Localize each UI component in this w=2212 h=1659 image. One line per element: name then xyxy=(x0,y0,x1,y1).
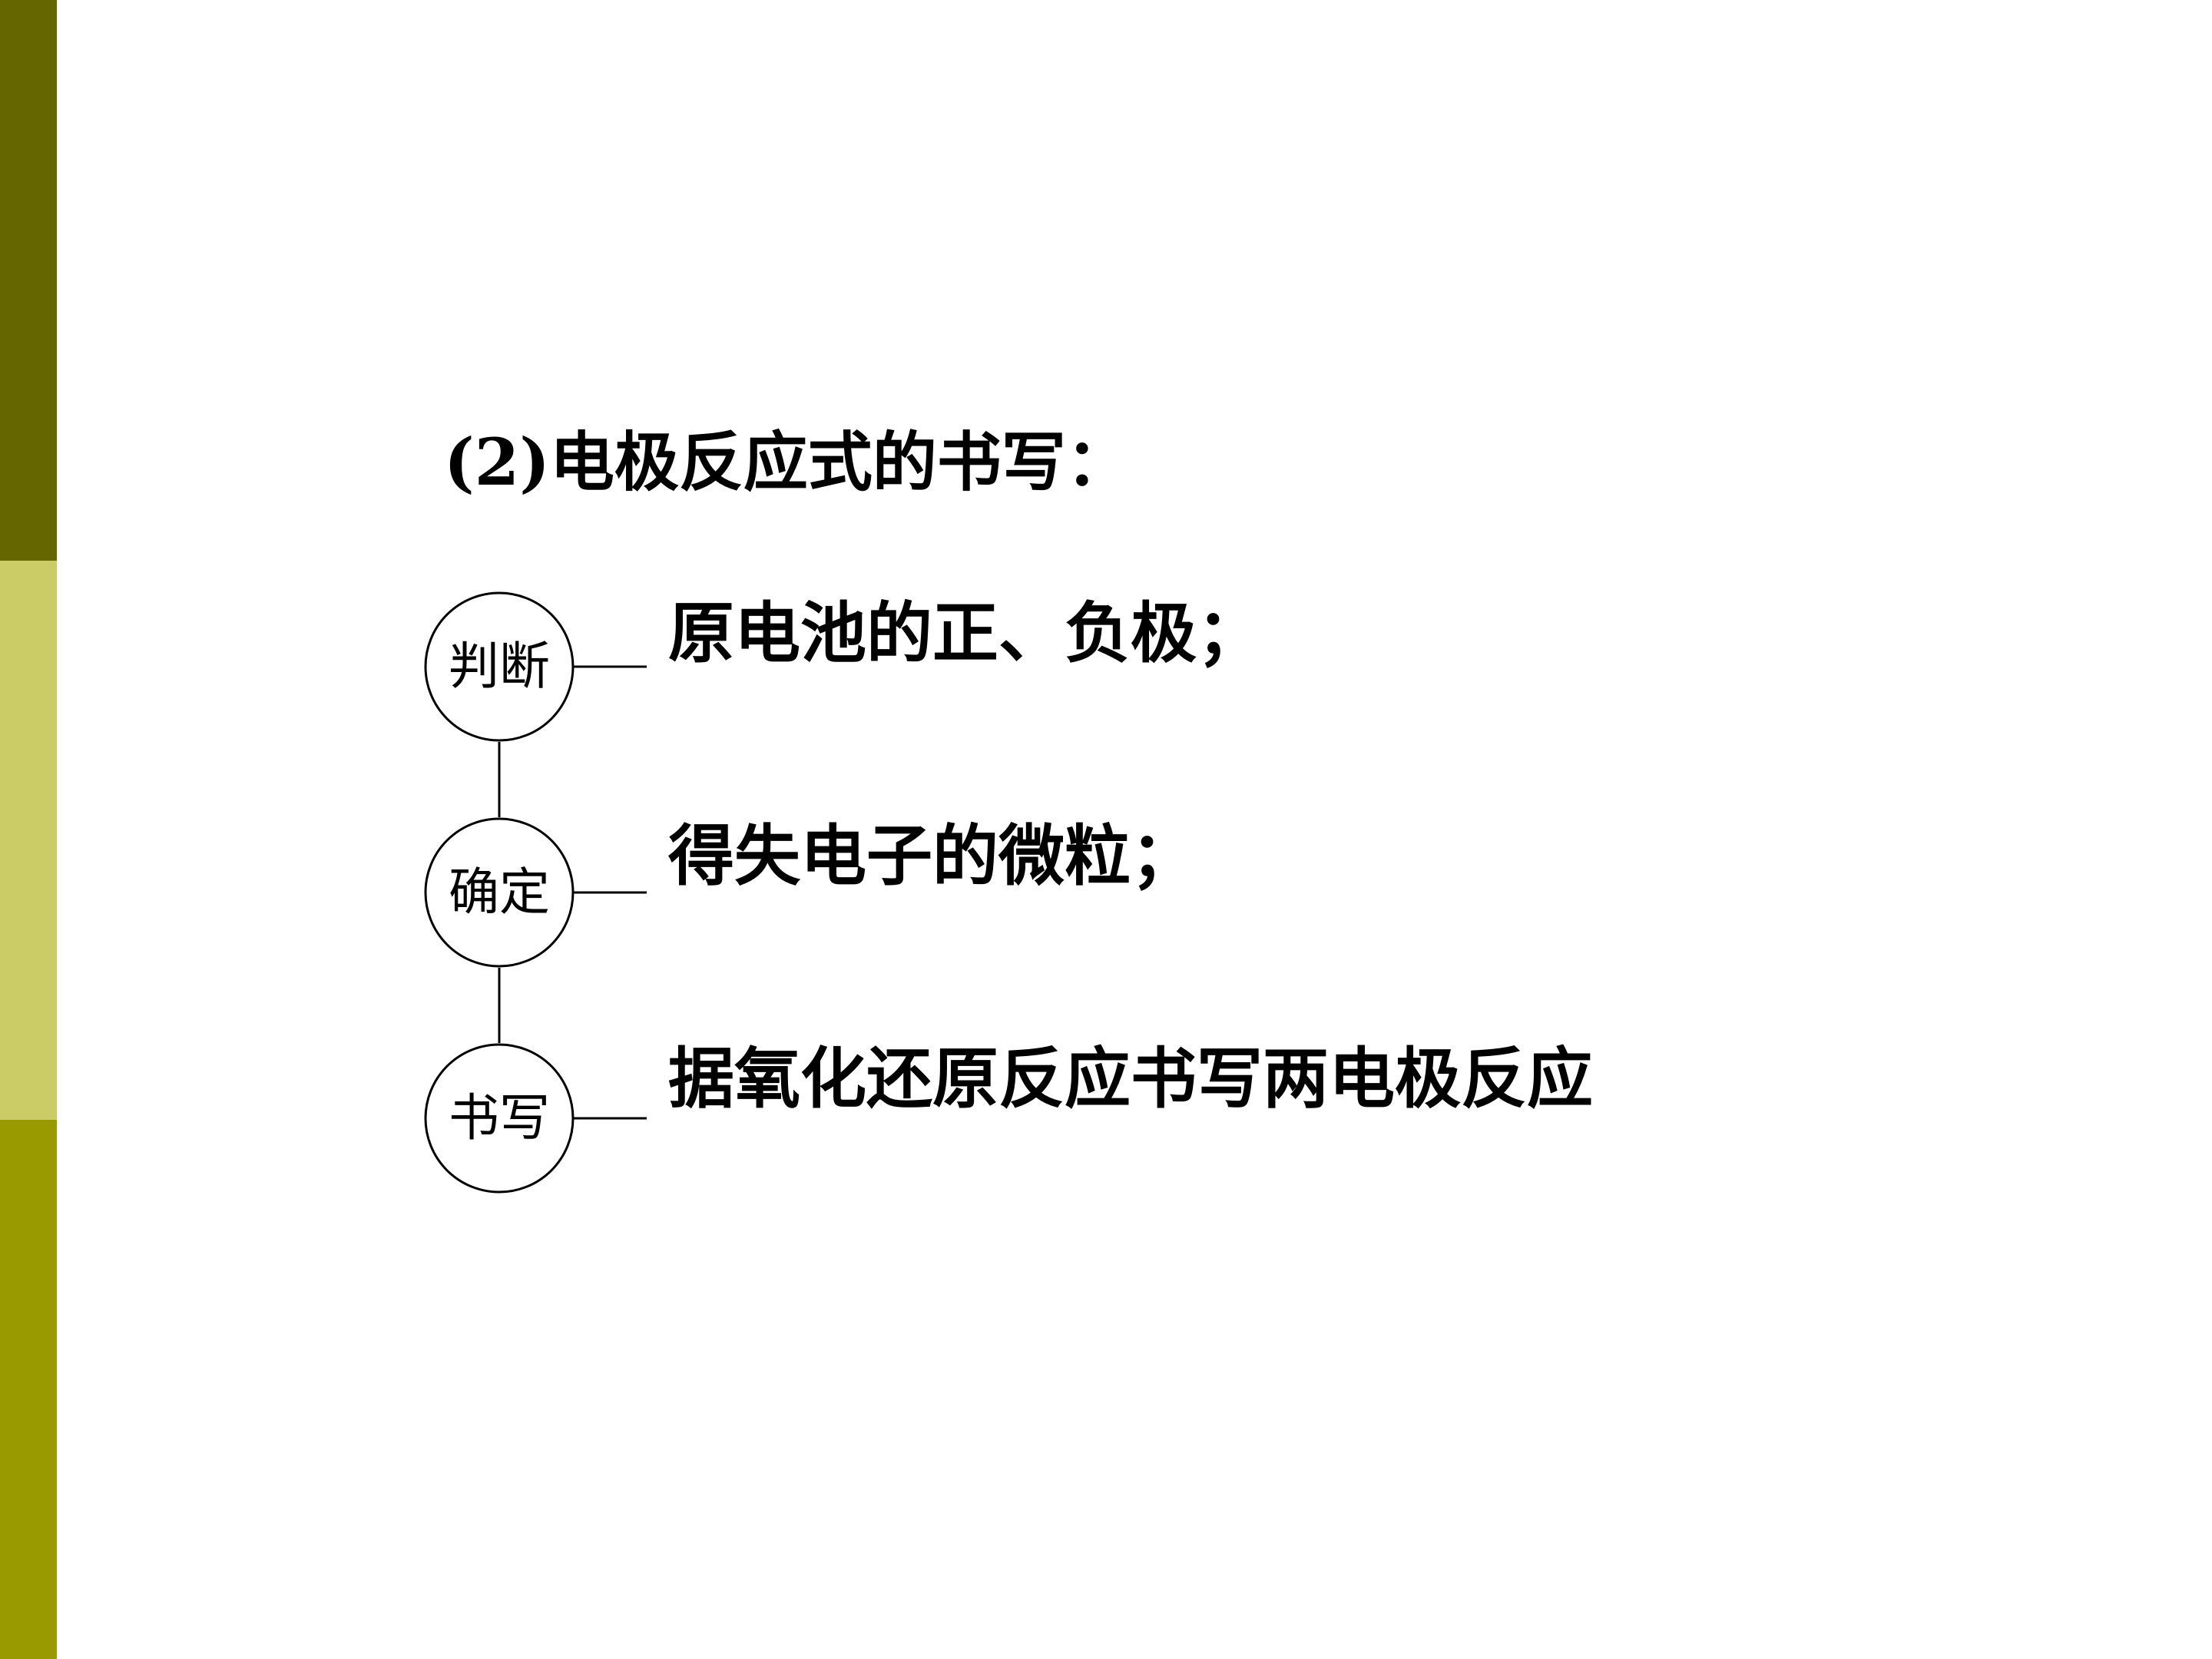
side-bar-top xyxy=(0,0,57,561)
circle-label-judge: 判断 xyxy=(449,637,550,696)
section-heading: (2)电极反应式的书写： xyxy=(444,424,1131,500)
step-circle-1 xyxy=(424,591,575,742)
step-circle-3 xyxy=(424,1043,575,1194)
step-circle-2 xyxy=(424,817,575,968)
step-text-determine: 得失电子的微粒； xyxy=(668,817,1197,895)
step-text-judge: 原电池的正、负极； xyxy=(668,594,1263,672)
circle-label-write: 书写 xyxy=(449,1088,550,1147)
side-bar-bottom xyxy=(0,1120,57,1659)
side-bar-middle xyxy=(0,561,57,1120)
step-text-write: 据氧化还原反应书写两电极反应 xyxy=(668,1040,1593,1118)
circle-label-determine: 确定 xyxy=(449,863,550,922)
